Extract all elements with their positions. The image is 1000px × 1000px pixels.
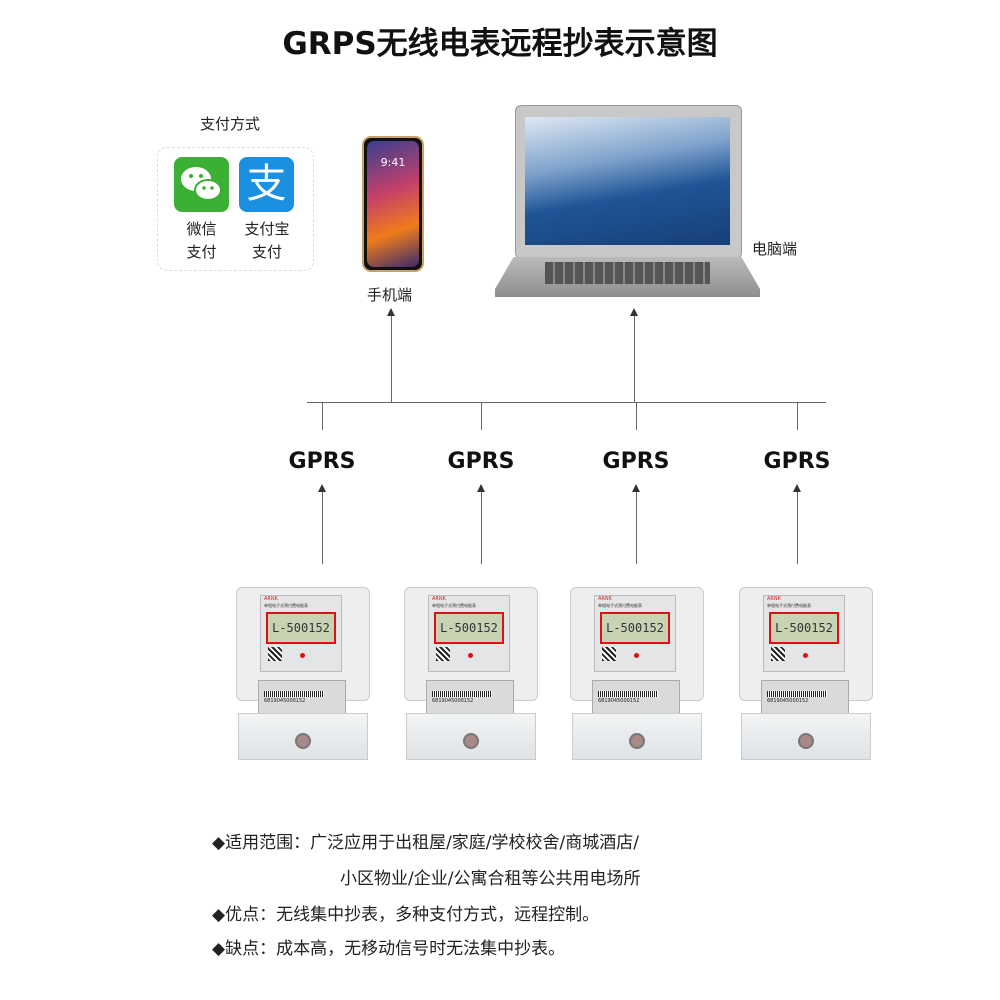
phone-label: 手机端 [367,286,413,304]
arrow-up-icon [793,484,801,492]
wechat-label: 微信支付 [174,218,229,264]
alipay-label: 支付宝支付 [236,218,298,264]
qr-code-icon [268,647,282,661]
meter-terminal-screw-icon [629,733,645,749]
meter-terminal-screw-icon [463,733,479,749]
laptop-label: 电脑端 [752,240,798,258]
indicator-led-icon [468,653,473,658]
meter-serial: 6819045000152 [767,698,809,704]
meter-name: 单相电子式预付费电能表 [264,603,308,608]
wechat-label-line: 微信 [186,220,217,238]
connector-line [797,492,798,564]
arrow-up-icon [318,484,326,492]
phone-time: 9:41 [380,156,406,169]
meter-display: L-500152 [434,612,504,644]
gprs-label: GPRS [288,449,356,474]
connector-line [391,316,392,402]
meter-name: 单相电子式预付费电能表 [767,603,811,608]
arrow-up-icon [630,308,638,316]
meter-brand: ARNK [767,596,781,602]
wechat-label-line: 支付 [186,243,217,261]
gprs-label: GPRS [447,449,515,474]
payment-title: 支付方式 [200,115,261,133]
tick-line [322,402,323,430]
bullet-scope: ◆适用范围：广泛应用于出租屋/家庭/学校校舍/商城酒店/ [212,833,639,853]
wechat-icon [174,157,229,212]
connector-line [481,492,482,564]
connector-line [634,316,635,402]
alipay-label-line: 支付宝 [244,220,290,238]
meter-name: 单相电子式预付费电能表 [598,603,642,608]
electric-meter: ARNK 单相电子式预付费电能表 L-500152 6819045000152 [566,585,706,760]
bullet-scope-cont: 小区物业/企业/公寓合租等公共用电场所 [340,869,641,889]
gprs-label: GPRS [763,449,831,474]
meter-serial: 6819045000152 [598,698,640,704]
barcode-icon [598,691,658,697]
page-title: GRPS无线电表远程抄表示意图 [282,26,718,62]
connector-line [322,492,323,564]
barcode-icon [264,691,324,697]
alipay-label-line: 支付 [251,243,282,261]
arrow-up-icon [387,308,395,316]
arrow-up-icon [632,484,640,492]
electric-meter: ARNK 单相电子式预付费电能表 L-500152 6819045000152 [735,585,875,760]
payment-box [157,147,314,271]
tick-line [797,402,798,430]
meter-brand: ARNK [264,596,278,602]
meter-serial: 6819045000152 [264,698,306,704]
tick-line [636,402,637,430]
meter-display: L-500152 [266,612,336,644]
meter-display: L-500152 [769,612,839,644]
barcode-icon [767,691,827,697]
indicator-led-icon [803,653,808,658]
qr-code-icon [771,647,785,661]
qr-code-icon [602,647,616,661]
qr-code-icon [436,647,450,661]
electric-meter: ARNK 单相电子式预付费电能表 L-500152 6819045000152 [400,585,540,760]
indicator-led-icon [300,653,305,658]
electric-meter: ARNK 单相电子式预付费电能表 L-500152 6819045000152 [232,585,372,760]
phone-image: 9:41 [362,136,424,272]
meter-display: L-500152 [600,612,670,644]
meter-brand: ARNK [432,596,446,602]
connector-line [636,492,637,564]
gprs-label: GPRS [602,449,670,474]
meter-serial: 6819045000152 [432,698,474,704]
bullet-cons: ◆缺点：成本高，无移动信号时无法集中抄表。 [212,939,566,959]
bus-line [307,402,826,403]
laptop-image [495,105,760,300]
bullet-pros: ◆优点：无线集中抄表，多种支付方式，远程控制。 [212,905,600,925]
meter-terminal-screw-icon [798,733,814,749]
tick-line [481,402,482,430]
alipay-icon: 支 [239,157,294,212]
meter-terminal-screw-icon [295,733,311,749]
arrow-up-icon [477,484,485,492]
indicator-led-icon [634,653,639,658]
barcode-icon [432,691,492,697]
meter-name: 单相电子式预付费电能表 [432,603,476,608]
meter-brand: ARNK [598,596,612,602]
